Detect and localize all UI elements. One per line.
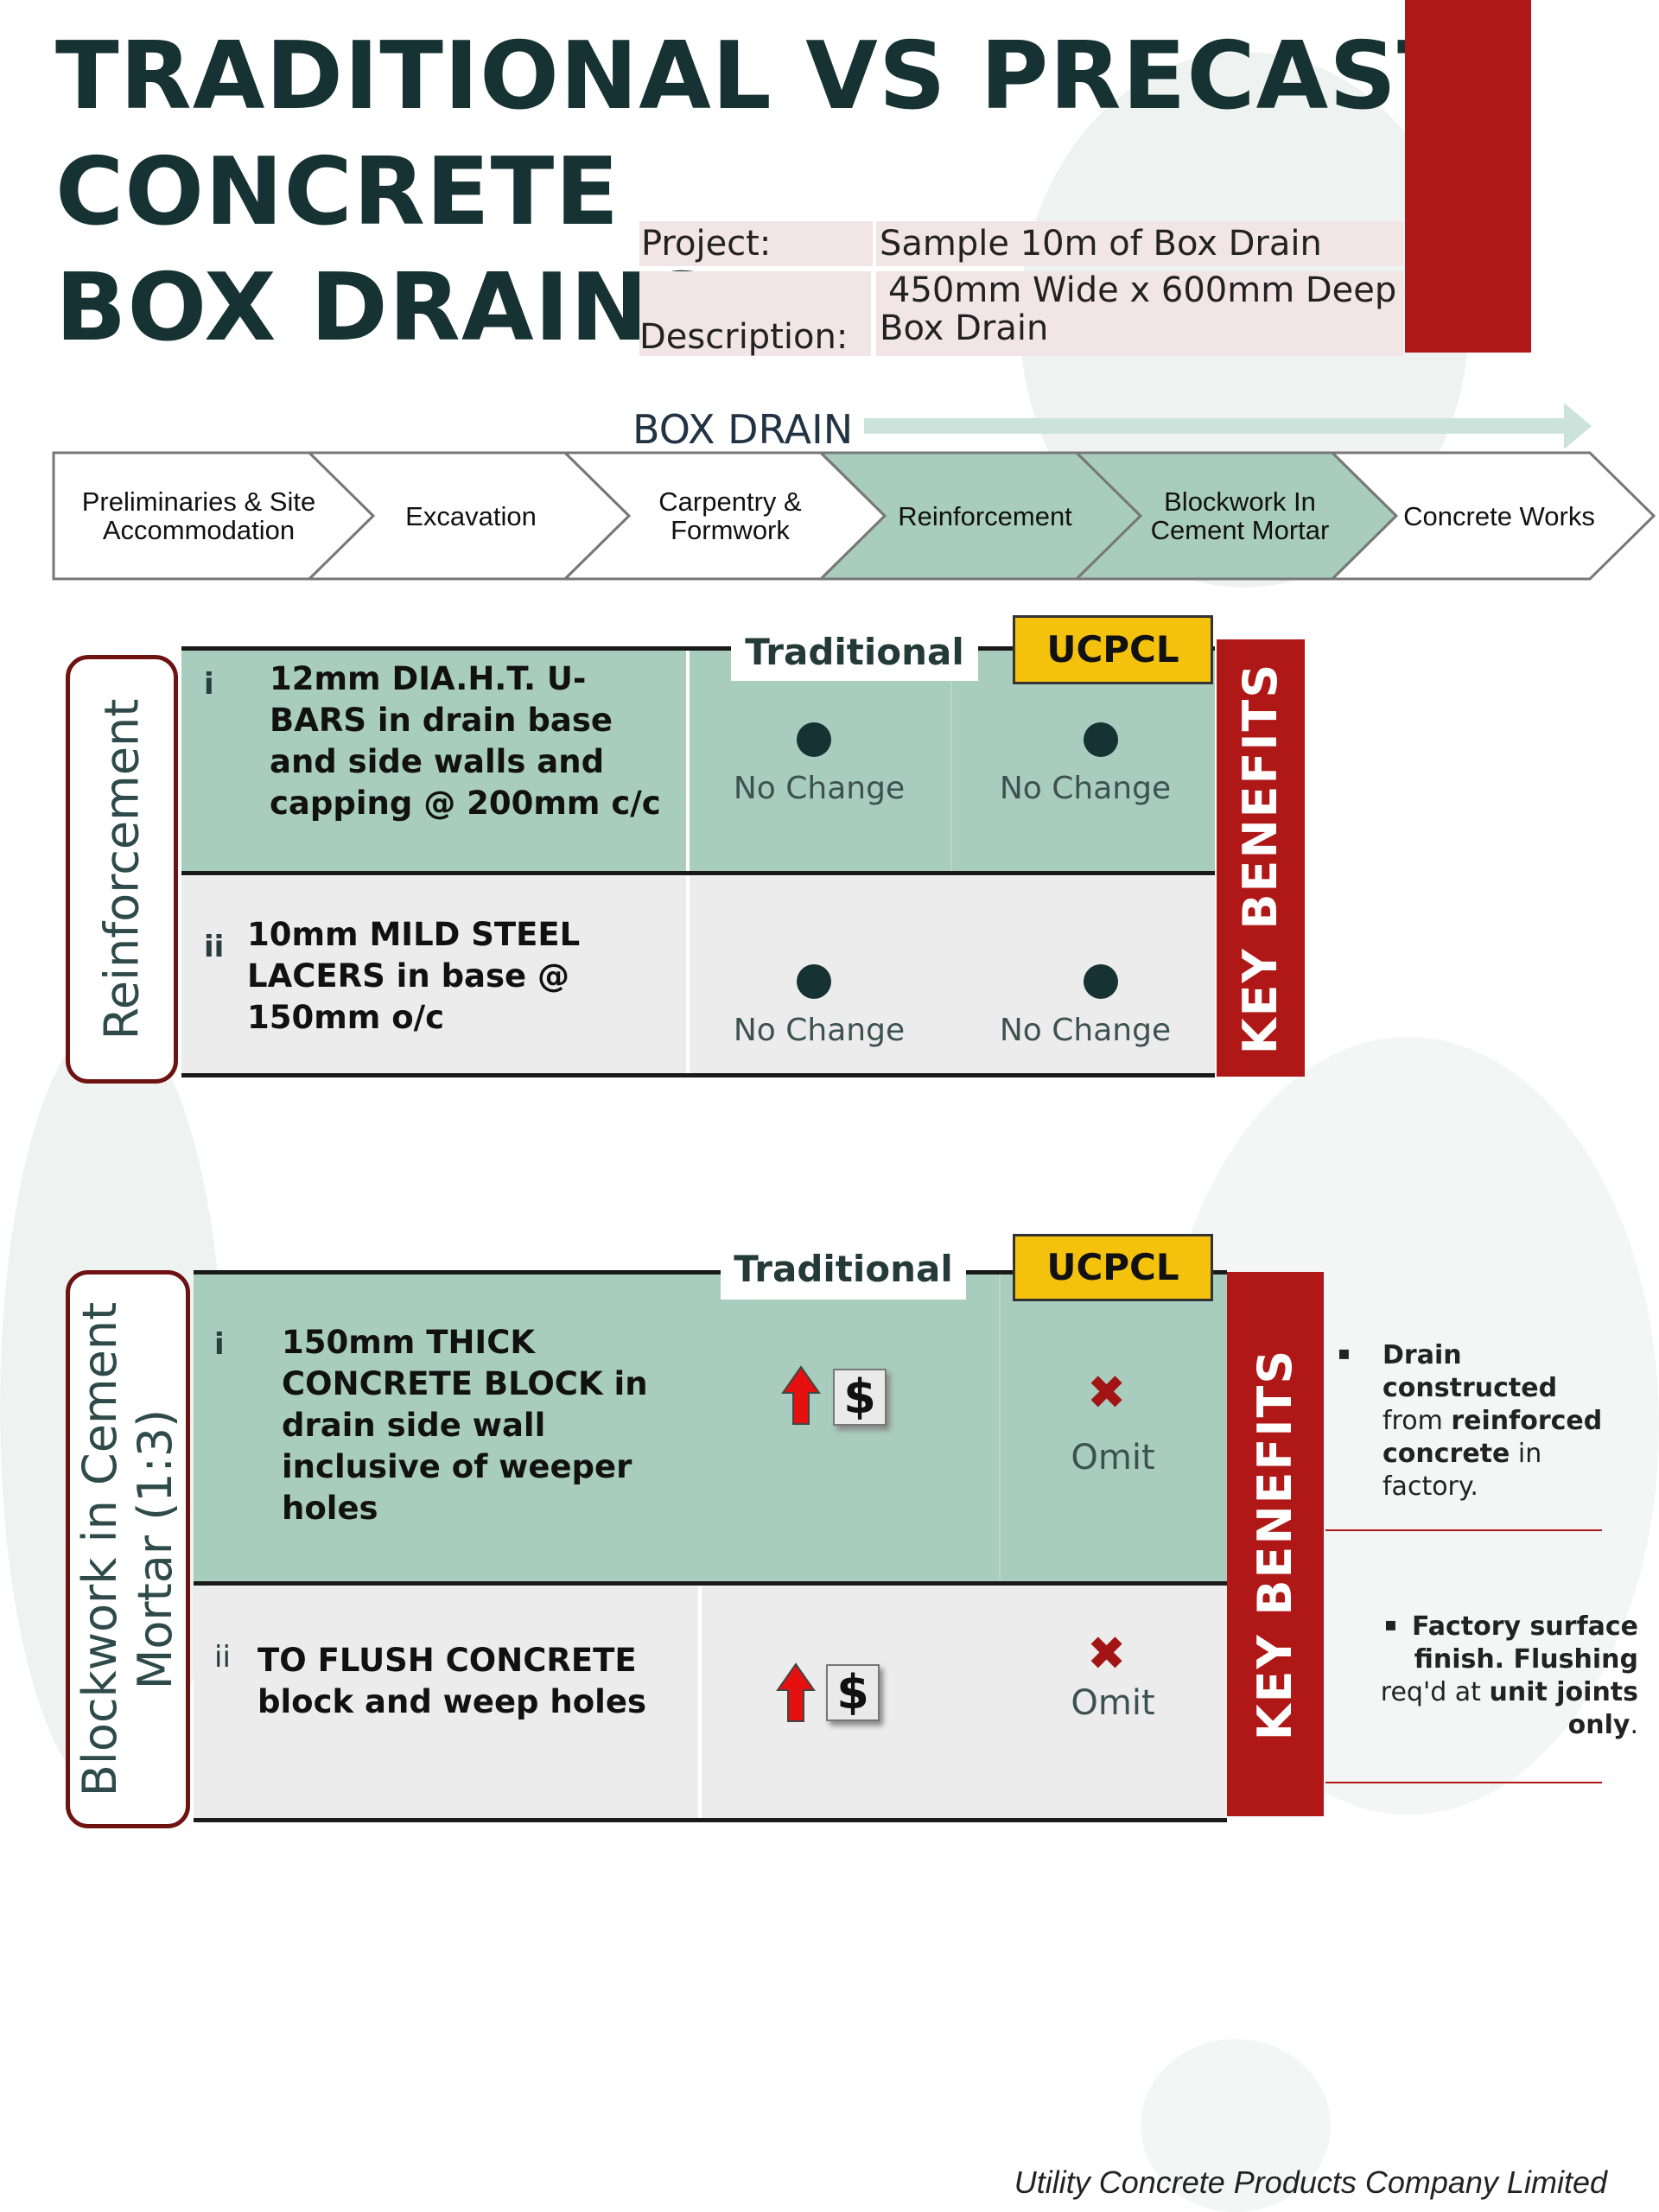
section-title: Reinforcement [94,698,149,1040]
section-tab-reinforcement: Reinforcement [66,655,178,1084]
title-line-3: BOX DRAINS [55,254,717,362]
key-benefits-label: KEY BENEFITS [1233,662,1288,1054]
status-dot [797,964,831,999]
table-mid-rule [194,1581,1227,1586]
benefit-text: Factory surface [1412,1611,1638,1642]
section-title-line-2: Mortar (1:3) [128,1408,182,1690]
project-value: Sample 10m of Box Drain [876,221,1403,266]
benefit-item: ▪ Factory surface finish. Flushing req'd… [1348,1611,1638,1742]
ucpcl-status: No Change [999,1013,1172,1048]
header-ucpcl: UCPCL [1013,615,1213,684]
company-footer: Utility Concrete Products Company Limite… [1014,2164,1607,2200]
process-progress-arrow [864,418,1573,434]
status-dot [1084,722,1118,757]
description-label: Description: [639,271,871,356]
header-traditional: Traditional [731,624,978,681]
process-step-5: Blockwork In Cement Mortar [1150,486,1330,545]
benefit-text: req'd at [1380,1677,1481,1707]
description-line-1: 450mm Wide x 600mm Deep [888,270,1397,310]
process-label: BOX DRAIN [632,406,854,453]
process-step-3: Carpentry & Formwork [658,486,802,545]
section-title: Blockwork in Cement Mortar (1:3) [73,1302,183,1796]
benefit-divider [1325,1529,1602,1531]
project-label: Project: [639,221,873,266]
row-description: TO FLUSH CONCRETE block and weep holes [257,1642,646,1720]
process-step-6: Concrete Works [1403,500,1595,531]
row-numeral: i [214,1327,225,1362]
ucpcl-status: No Change [999,771,1172,806]
process-arrow-head [1564,403,1592,449]
header-ucpcl: UCPCL [1013,1234,1213,1301]
ucpcl-status: Omit [1071,1438,1155,1478]
status-dot [797,722,831,757]
table-row [181,650,1215,871]
header-traditional: Traditional [721,1239,966,1300]
benefit-item: ▪ Drain constructed from reinforced conc… [1338,1339,1614,1503]
process-chevrons [52,451,1656,581]
omit-x-icon: ✖ [1087,1626,1127,1681]
title-line-1: TRADITIONAL VS PRECAST [55,22,1462,130]
key-benefits-banner: KEY BENEFITS [1227,1272,1324,1816]
title-line-2: CONCRETE [55,138,620,246]
benefit-text: only [1567,1710,1630,1740]
benefit-text: constructed [1382,1373,1558,1403]
row-description: 150mm THICK CONCRETE BLOCK in drain side… [282,1324,648,1527]
column-divider [698,1586,702,1820]
benefit-text: Drain [1382,1340,1462,1370]
benefit-text: in [1517,1439,1542,1469]
section-title-line-1: Blockwork in Cement [73,1301,127,1797]
description-value: 450mm Wide x 600mm Deep Box Drain [876,271,1403,356]
dollar-icon: $ [826,1664,880,1721]
description-line-2: Box Drain [880,308,1049,348]
project-info-table: Project: Sample 10m of Box Drain Descrip… [639,221,1403,356]
omit-x-icon: ✖ [1087,1365,1127,1420]
key-benefits-banner: KEY BENEFITS [1217,639,1305,1077]
row-numeral: i [204,667,214,702]
benefit-text: from [1382,1406,1443,1436]
top-red-bar [1405,0,1531,353]
dollar-icon: $ [833,1369,887,1426]
table-row [194,1274,1227,1581]
row-description: 10mm MILD STEEL LACERS in base @ 150mm o… [247,916,581,1036]
table-top-rule [181,646,1215,651]
table-row [181,876,1215,1077]
traditional-status: No Change [733,771,906,806]
bullet-icon: ▪ [1384,1614,1397,1636]
cost-increase-icon [776,1662,816,1722]
benefit-text: factory. [1382,1471,1478,1502]
page-title: TRADITIONAL VS PRECAST CONCRETE BOX DRAI… [55,19,1462,366]
column-divider [950,650,952,871]
process-step-2: Excavation [405,500,537,531]
process-step-1: Preliminaries & Site Accommodation [81,486,316,545]
row-description: 12mm DIA.H.T. U-BARS in drain base and s… [270,660,661,822]
status-dot [1084,964,1118,999]
benefit-text: finish. Flushing [1414,1644,1638,1675]
row-numeral: ii [204,930,225,964]
section-tab-blockwork: Blockwork in Cement Mortar (1:3) [66,1270,190,1828]
key-benefits-label: KEY BENEFITS [1248,1348,1303,1740]
benefit-text: concrete [1382,1439,1510,1469]
table-row [194,1586,1227,1820]
background-blob [1141,2039,1331,2212]
ucpcl-status: Omit [1071,1683,1155,1723]
table-mid-rule [181,871,1215,875]
benefit-text: unit joints [1489,1677,1638,1707]
row-numeral: ii [214,1640,231,1675]
column-divider [999,1274,1001,1581]
benefit-text: . [1630,1710,1638,1740]
traditional-status: No Change [733,1013,906,1048]
benefit-divider [1325,1782,1602,1783]
table-top-rule [194,1270,1227,1274]
table-bottom-rule [194,1818,1227,1822]
cost-increase-icon [781,1365,821,1425]
bullet-icon: ▪ [1338,1343,1351,1364]
table-bottom-rule [181,1073,1215,1077]
benefit-text: reinforced [1451,1406,1603,1436]
process-step-6-shape [1329,451,1656,581]
column-divider [686,650,690,1077]
process-step-4: Reinforcement [898,500,1072,531]
